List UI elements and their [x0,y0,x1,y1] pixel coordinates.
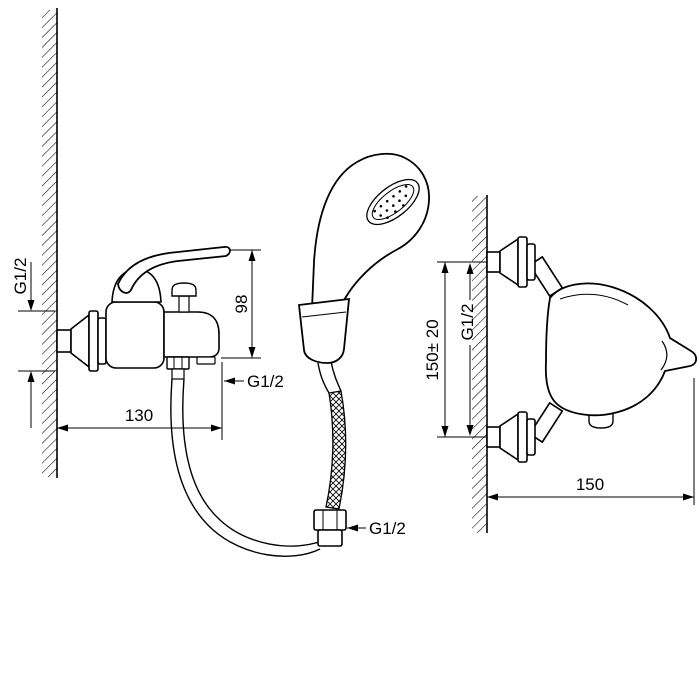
label-bath-depth: 130 [125,406,153,425]
arrowhead [466,425,474,436]
bath-flange [88,310,99,372]
arrowhead [466,263,474,274]
arrowhead [683,493,694,501]
arrowhead [57,424,68,432]
arrowhead [211,424,222,432]
wall-hatch-left [42,10,57,477]
bath-flange-ring [97,317,107,365]
shower-eccentric-cone-top [499,237,519,287]
shower-hose [170,360,347,557]
bath-lever-handle [117,246,231,294]
lever-seam-line [660,340,668,371]
bath-valve-body [105,301,165,369]
arrowhead [248,347,256,358]
arrowhead [248,250,256,261]
spray-face-inner [371,184,415,220]
shower-bracket [298,297,351,364]
bath-spout [163,311,220,358]
bracket-rim-line [301,311,347,318]
arrowhead [27,300,35,311]
label-bath-hose-thread: G1/2 [247,372,284,391]
shower-wall-pipe-top [486,251,501,273]
bath-eccentric-cone [70,313,90,369]
spray-face-outer [366,178,420,226]
arrowhead [441,426,449,437]
label-shower-thread: G1/2 [458,304,477,341]
hose-nipple-nut [166,356,190,370]
dim-shower-spacing: 150± 20 [423,261,487,438]
arrowhead [441,262,449,273]
shower-mixer-body [544,282,698,417]
hose-curve-inner [182,378,323,547]
hose-upper-left-edge [317,362,330,394]
hose-upper-right-edge [330,360,342,392]
arrowhead [347,524,358,532]
hose-end-nut [313,509,347,547]
shower-mixer [486,236,698,463]
shower-neck-bottom [528,401,564,444]
shower-flange-bottom [517,411,528,463]
bath-mixer [56,246,231,380]
spray-nozzle-dots [373,185,408,219]
label-bath-height: 98 [232,295,251,314]
diverter-knob [171,282,197,297]
label-bath-wall-thread: G1/2 [11,258,30,295]
shower-wall-pipe-bottom [486,426,501,448]
diverter-stem [178,295,190,313]
shower-eccentric-cone-bottom [499,412,519,462]
arrowhead [224,377,235,385]
dim-bath-wall-thread: G1/2 [11,258,55,428]
label-shower-spacing: 150± 20 [423,319,442,380]
hand-shower [298,152,430,364]
hose-curve-outer [170,378,321,557]
wall-section-left [42,8,58,478]
bath-wall-pipe [56,329,72,353]
hose-collar [317,529,343,547]
dim-shower-depth-150: 150 [487,378,695,505]
arrowhead [487,493,498,501]
shower-flange-ring-bottom [526,418,536,456]
arrowhead [27,371,35,382]
hose-nipple [171,368,185,380]
shower-flange-top [517,236,528,288]
dim-bath-depth-130: 130 [57,406,222,432]
body-contour-line [559,293,629,306]
dim-bath-height-98: 98 [221,249,261,359]
label-hose-thread: G1/2 [369,519,406,538]
dim-hose-thread: G1/2 [347,519,406,538]
shower-flange-ring-top [526,243,536,281]
hose-nut [313,509,347,531]
dim-bath-hose-thread: G1/2 [221,362,284,440]
wall-hatch-right [472,196,487,533]
wall-section-right [472,195,488,533]
hose-braided-section [325,390,347,510]
label-shower-depth: 150 [576,475,604,494]
bath-aerator [196,356,216,365]
dim-shower-thread: G1/2 [458,263,477,436]
